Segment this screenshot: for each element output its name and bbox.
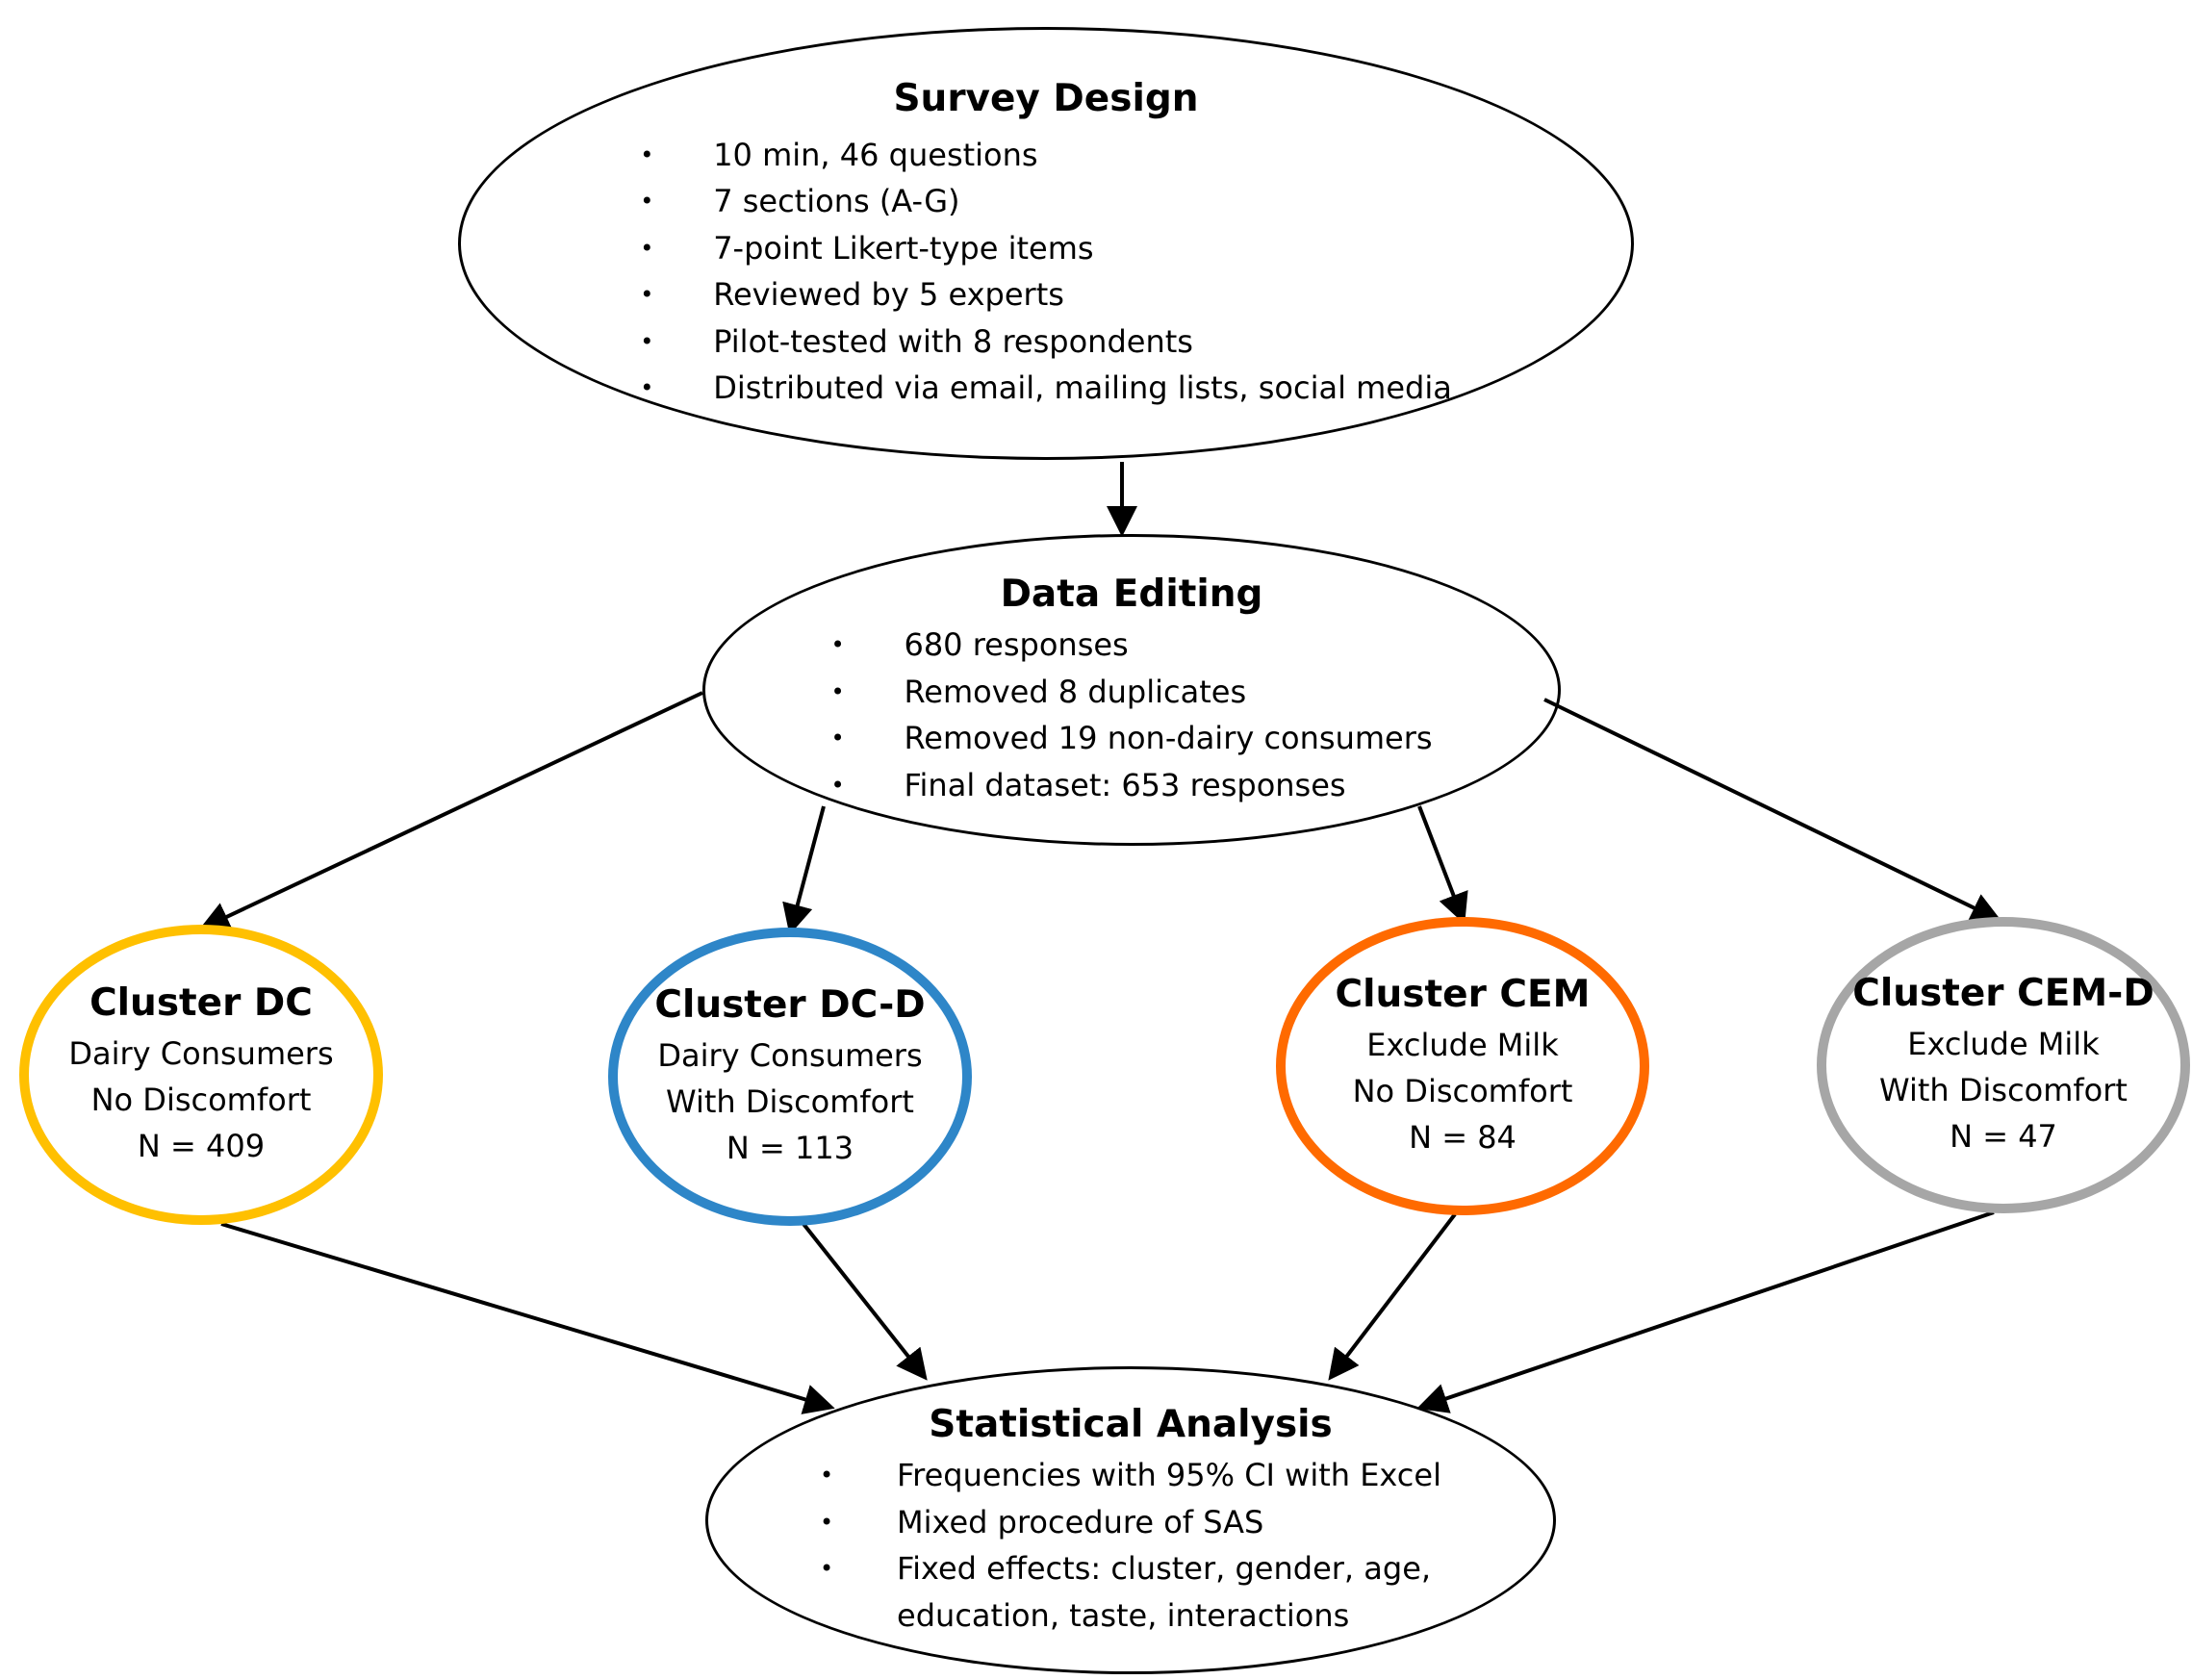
survey-design-node: Survey Design 10 min, 46 questions 7 sec… bbox=[458, 27, 1634, 460]
cluster-line: No Discomfort bbox=[90, 1082, 312, 1118]
cluster-dc-d-node: Cluster DC-D Dairy Consumers With Discom… bbox=[608, 928, 972, 1226]
cluster-line: No Discomfort bbox=[1352, 1073, 1573, 1109]
cluster-line: Dairy Consumers bbox=[68, 1035, 334, 1072]
bullet-item: 680 responses bbox=[830, 622, 1432, 669]
statistical-analysis-title: Statistical Analysis bbox=[929, 1403, 1333, 1446]
arrow-editing-to-dc bbox=[198, 691, 703, 931]
bullet-item: 7 sections (A-G) bbox=[640, 178, 1452, 225]
cluster-title: Cluster DC-D bbox=[654, 983, 926, 1027]
arrow-editing-to-cemd bbox=[1543, 698, 2002, 923]
statistical-analysis-node: Statistical Analysis Frequencies with 95… bbox=[705, 1366, 1556, 1674]
data-editing-bullets: 680 responses Removed 8 duplicates Remov… bbox=[830, 622, 1432, 808]
cluster-dc-node: Cluster DC Dairy Consumers No Discomfort… bbox=[19, 925, 383, 1225]
cluster-count: N = 84 bbox=[1409, 1119, 1517, 1156]
data-editing-title: Data Editing bbox=[1000, 573, 1263, 616]
statistical-analysis-bullets: Frequencies with 95% CI with Excel Mixed… bbox=[820, 1452, 1441, 1592]
cluster-line: With Discomfort bbox=[666, 1083, 914, 1120]
bullet-item: Removed 8 duplicates bbox=[830, 669, 1432, 716]
arrow-dc-to-stats bbox=[220, 1222, 835, 1414]
statistical-analysis-body: Frequencies with 95% CI with Excel Mixed… bbox=[820, 1452, 1441, 1639]
cluster-line: Exclude Milk bbox=[1907, 1026, 2100, 1062]
arrow-cemd-to-stats bbox=[1416, 1210, 1995, 1413]
bullet-item: 10 min, 46 questions bbox=[640, 132, 1452, 179]
survey-design-title: Survey Design bbox=[893, 76, 1199, 120]
cluster-cem-d-node: Cluster CEM-D Exclude Milk With Discomfo… bbox=[1817, 917, 2190, 1213]
bullet-item: Mixed procedure of SAS bbox=[820, 1499, 1441, 1546]
arrow-cem-to-stats bbox=[1328, 1212, 1457, 1381]
arrow-editing-to-dcd bbox=[782, 805, 826, 935]
bullet-continuation: education, taste, interactions bbox=[897, 1596, 1350, 1634]
bullet-item: Frequencies with 95% CI with Excel bbox=[820, 1452, 1441, 1499]
bullet-item: Final dataset: 653 responses bbox=[830, 762, 1432, 809]
cluster-line: Exclude Milk bbox=[1366, 1027, 1559, 1063]
survey-design-bullets: 10 min, 46 questions 7 sections (A-G) 7-… bbox=[640, 132, 1452, 412]
cluster-count: N = 113 bbox=[726, 1130, 854, 1166]
cluster-title: Cluster CEM-D bbox=[1852, 972, 2154, 1015]
cluster-count: N = 409 bbox=[137, 1128, 266, 1164]
arrow-dcd-to-stats bbox=[802, 1222, 928, 1381]
bullet-item: Fixed effects: cluster, gender, age, bbox=[820, 1545, 1441, 1592]
cluster-line: Dairy Consumers bbox=[657, 1037, 923, 1074]
bullet-item: Removed 19 non-dairy consumers bbox=[830, 715, 1432, 762]
bullet-item: Distributed via email, mailing lists, so… bbox=[640, 365, 1452, 412]
bullet-item: Reviewed by 5 experts bbox=[640, 271, 1452, 318]
cluster-title: Cluster DC bbox=[89, 981, 313, 1025]
cluster-count: N = 47 bbox=[1950, 1118, 2057, 1155]
cluster-cem-node: Cluster CEM Exclude Milk No Discomfort N… bbox=[1276, 917, 1649, 1215]
bullet-item: 7-point Likert-type items bbox=[640, 225, 1452, 272]
cluster-title: Cluster CEM bbox=[1335, 973, 1591, 1016]
data-editing-node: Data Editing 680 responses Removed 8 dup… bbox=[702, 534, 1561, 846]
bullet-item: Pilot-tested with 8 respondents bbox=[640, 318, 1452, 366]
cluster-line: With Discomfort bbox=[1879, 1072, 2128, 1108]
arrow-editing-to-cem bbox=[1417, 805, 1468, 925]
